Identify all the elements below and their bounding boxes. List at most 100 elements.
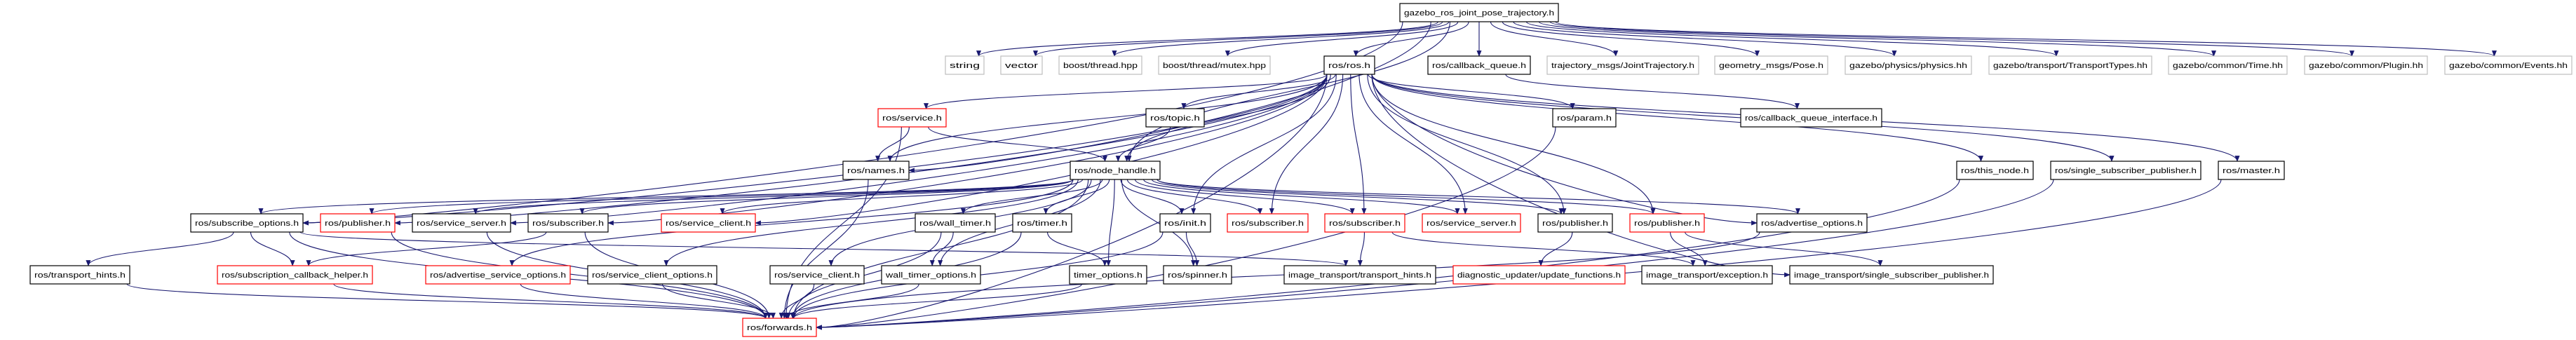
node-srvserver1[interactable]: ros/service_server.h <box>412 213 511 233</box>
node-box <box>742 318 817 337</box>
edge-nh-to-pub1 <box>369 179 1074 215</box>
node-srvclient2[interactable]: ros/service_client.h <box>769 265 865 285</box>
edge-service-to-nh <box>928 126 1107 162</box>
edge-ros-to-advopts <box>1371 74 1758 226</box>
edge-root-to-bmutex <box>1225 21 1459 57</box>
node-issp[interactable]: image_transport/single_subscriber_publis… <box>1789 265 1994 285</box>
node-box <box>1058 55 1142 75</box>
node-timer[interactable]: ros/timer.h <box>1012 213 1072 233</box>
edge-nh-to-timeropts <box>1105 179 1115 266</box>
node-pose: geometry_msgs/Pose.h <box>1714 55 1828 75</box>
node-sub2[interactable]: ros/subscriber.h <box>1227 213 1309 233</box>
node-label: ros/master.h <box>2223 167 2280 175</box>
node-pub3[interactable]: ros/publisher.h <box>1629 213 1705 233</box>
node-cbq[interactable]: ros/callback_queue.h <box>1427 55 1531 75</box>
node-bthread: boost/thread.hpp <box>1058 55 1142 75</box>
node-ithints[interactable]: image_transport/transport_hints.h <box>1283 265 1436 285</box>
node-spinner[interactable]: ros/spinner.h <box>1163 265 1232 285</box>
node-physics: gazebo/physics/physics.hh <box>1845 55 1972 75</box>
node-label: ros/subscription_callback_helper.h <box>222 271 368 280</box>
edge-ros-to-service <box>924 74 1328 109</box>
node-box <box>2218 161 2285 180</box>
node-label: ros/spinner.h <box>1168 271 1227 280</box>
edge-ros-to-param <box>1368 74 1575 109</box>
node-nh[interactable]: ros/node_handle.h <box>1070 161 1161 180</box>
node-label: ros/service_client.h <box>666 219 751 228</box>
edge-nh-to-init <box>1120 179 1185 215</box>
node-walltimer[interactable]: ros/wall_timer.h <box>915 213 996 233</box>
node-box <box>1956 161 2034 180</box>
node-cbqi[interactable]: ros/callback_queue_interface.h <box>1740 108 1882 128</box>
edge-subopts-to-transhints <box>86 231 234 266</box>
node-label: ros/timer.h <box>1017 219 1067 228</box>
edge-ros-to-nh <box>1124 74 1331 162</box>
node-thisnode[interactable]: ros/this_node.h <box>1956 161 2034 180</box>
node-root[interactable]: gazebo_ros_joint_pose_trajectory.h <box>1399 3 1559 22</box>
edge-subopts-to-ithints <box>299 231 1349 266</box>
node-label: timer_options.h <box>1074 271 1142 280</box>
node-timeropts[interactable]: timer_options.h <box>1069 265 1147 285</box>
node-box <box>1629 213 1705 233</box>
node-sub3[interactable]: ros/subscriber.h <box>1324 213 1405 233</box>
node-box <box>1145 108 1205 128</box>
node-init[interactable]: ros/init.h <box>1159 213 1211 233</box>
edge-nh-to-walltimer <box>960 179 1103 215</box>
node-topic[interactable]: ros/topic.h <box>1145 108 1205 128</box>
node-transhints[interactable]: ros/transport_hints.h <box>29 265 130 285</box>
node-iexc[interactable]: image_transport/exception.h <box>1641 265 1773 285</box>
node-box <box>29 265 130 285</box>
node-srvserver2[interactable]: ros/service_server.h <box>1422 213 1521 233</box>
node-label: ros/service_server.h <box>1427 219 1516 228</box>
edge-sub3-to-ithints <box>1357 231 1365 266</box>
node-walltimeropts[interactable]: wall_timer_options.h <box>881 265 981 285</box>
edge-nh-to-advsrvopts <box>509 179 1074 266</box>
node-label: image_transport/transport_hints.h <box>1288 271 1431 280</box>
edge-ros-to-srvserver1 <box>510 74 1328 226</box>
node-box <box>320 213 396 233</box>
edge-walltimeropts-to-forwards <box>784 283 919 319</box>
node-srvclient1[interactable]: ros/service_client.h <box>661 213 756 233</box>
node-box <box>1227 213 1309 233</box>
edge-service-to-names <box>875 126 910 162</box>
node-advsrvopts[interactable]: ros/advertise_service_options.h <box>425 265 571 285</box>
node-label: ros/topic.h <box>1150 114 1200 123</box>
node-advopts[interactable]: ros/advertise_options.h <box>1756 213 1868 233</box>
node-plugin: gazebo/common/Plugin.hh <box>2304 55 2428 75</box>
node-ssp[interactable]: ros/single_subscriber_publisher.h <box>2050 161 2201 180</box>
edge-nh-to-forwards <box>791 179 1089 319</box>
node-bmutex: boost/thread/mutex.hpp <box>1158 55 1271 75</box>
node-param[interactable]: ros/param.h <box>1552 108 1617 128</box>
node-label: gazebo/physics/physics.hh <box>1849 62 1967 70</box>
node-forwards[interactable]: ros/forwards.h <box>742 318 817 337</box>
edge-ros-to-pub3 <box>1371 74 1656 215</box>
node-sub1[interactable]: ros/subscriber.h <box>527 213 609 233</box>
edge-subcb-to-forwards <box>333 283 768 319</box>
edge-pub1-to-forwards <box>391 231 768 319</box>
edge-root-to-events <box>1555 21 2497 57</box>
node-label: diagnostic_updater/update_functions.h <box>1457 271 1621 280</box>
node-subopts[interactable]: ros/subscribe_options.h <box>190 213 304 233</box>
node-transport: gazebo/transport/TransportTypes.hh <box>1988 55 2152 75</box>
edge-master-to-forwards <box>816 179 2222 330</box>
node-srvclientopts[interactable]: ros/service_client_options.h <box>587 265 717 285</box>
node-box <box>217 265 373 285</box>
node-subcb[interactable]: ros/subscription_callback_helper.h <box>217 265 373 285</box>
node-diag[interactable]: diagnostic_updater/update_functions.h <box>1452 265 1626 285</box>
node-box <box>1012 213 1072 233</box>
edge-root-to-vector <box>1033 21 1443 57</box>
node-pub1[interactable]: ros/publisher.h <box>320 213 396 233</box>
edge-walltimer-to-walltimeropts <box>929 231 954 266</box>
node-service[interactable]: ros/service.h <box>877 108 947 128</box>
node-master[interactable]: ros/master.h <box>2218 161 2285 180</box>
node-names[interactable]: ros/names.h <box>842 161 910 180</box>
edge-srvclientopts-to-forwards <box>661 283 776 319</box>
edge-nh-to-sub1 <box>579 179 1074 215</box>
node-label: ros/single_subscriber_publisher.h <box>2055 167 2197 175</box>
node-ros[interactable]: ros/ros.h <box>1323 55 1375 75</box>
node-label: ros/publisher.h <box>1542 219 1608 228</box>
edge-root-to-names <box>908 21 1431 173</box>
node-box <box>1399 3 1559 22</box>
edge-nh-to-srvclientopts <box>663 179 1079 266</box>
node-pub2[interactable]: ros/publisher.h <box>1537 213 1613 233</box>
edge-ros-to-init <box>1191 74 1337 215</box>
